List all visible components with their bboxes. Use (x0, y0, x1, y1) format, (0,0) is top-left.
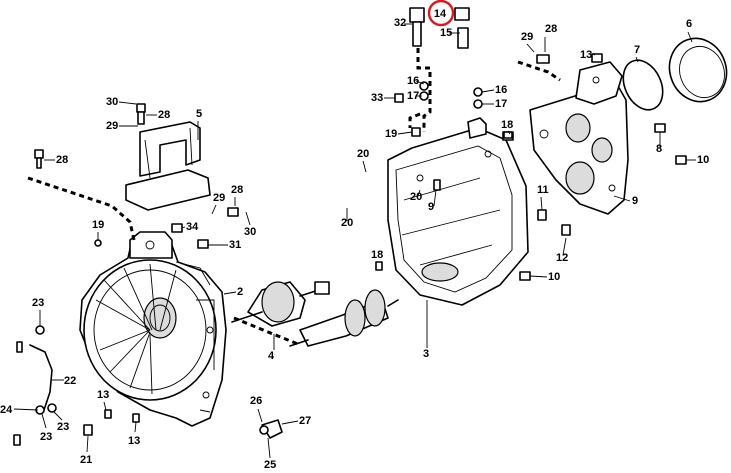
callout-c23b: 23 (40, 431, 52, 443)
callout-c19b: 19 (92, 219, 104, 231)
callout-c5: 5 (196, 108, 202, 120)
leader-line-c6 (687, 31, 693, 43)
callout-c28c: 28 (56, 154, 68, 166)
callout-c27: 27 (299, 415, 311, 427)
leader-line-c7 (635, 56, 639, 63)
leader-line-c34 (181, 226, 186, 229)
right-cover (529, 53, 629, 221)
leader-line-c13a (591, 53, 596, 56)
callout-c18a: 18 (501, 119, 513, 131)
callout-c9b: 9 (632, 195, 638, 207)
callout-c28b: 28 (158, 109, 170, 121)
leader-line-c12 (562, 237, 567, 256)
leader-line-c18a (507, 130, 511, 135)
leader-lines (13, 23, 696, 459)
leader-line-c13b (103, 401, 107, 411)
left-housing (79, 231, 227, 427)
callout-c31: 31 (229, 239, 241, 251)
callout-c17a: 17 (407, 90, 419, 102)
left-fasteners (13, 103, 283, 446)
leader-line-c9b (613, 195, 631, 202)
callout-c22: 22 (64, 375, 76, 387)
callout-c29c: 29 (213, 192, 225, 204)
callout-c24: 24 (0, 404, 13, 416)
callout-c17b: 17 (495, 98, 507, 110)
callout-c32: 32 (394, 17, 406, 29)
leader-line-c29a (526, 43, 535, 53)
callout-c2: 2 (237, 286, 243, 298)
leader-line-c10b (529, 275, 548, 278)
callout-c20b: 20 (410, 191, 422, 203)
leader-line-c9a (433, 189, 437, 207)
callout-c10b: 10 (548, 271, 560, 283)
leader-line-c24 (13, 408, 39, 411)
leader-line-c11 (540, 196, 543, 211)
callout-c9a: 9 (428, 201, 434, 213)
callout-c30b: 30 (244, 226, 256, 238)
callout-c13a: 13 (580, 49, 592, 61)
callout-c14: 14 (434, 8, 447, 20)
leader-line-c25 (267, 437, 271, 459)
leader-line-c13c (134, 421, 137, 433)
leader-line-c23c (53, 411, 63, 421)
callout-c16b: 16 (495, 84, 507, 96)
callout-c29a: 29 (521, 31, 533, 43)
leader-line-c27 (281, 420, 299, 425)
leader-line-c20b (417, 189, 421, 197)
callout-c4: 4 (268, 350, 275, 362)
callout-c23a: 23 (32, 297, 44, 309)
leader-line-c16a (415, 80, 425, 85)
callout-c18b: 18 (371, 249, 383, 261)
bracket-part (125, 121, 211, 211)
callout-c28a: 28 (545, 23, 557, 35)
callout-c25: 25 (264, 459, 276, 471)
callout-c13b: 13 (97, 389, 109, 401)
callout-c16a: 16 (407, 75, 419, 87)
callout-c12: 12 (556, 252, 568, 264)
seal-and-cap (622, 37, 728, 111)
callout-c28d: 28 (231, 184, 243, 196)
callout-c21: 21 (80, 454, 92, 466)
callout-c8: 8 (656, 143, 662, 155)
leader-line-c20a (362, 160, 367, 173)
callout-c13c: 13 (128, 435, 140, 447)
callout-c23c: 23 (57, 421, 69, 433)
leader-line-c21 (86, 435, 89, 453)
leader-line-c26 (257, 408, 263, 423)
callout-c29b: 29 (106, 120, 118, 132)
dashed-connectors (27, 48, 561, 346)
leader-line-c29c (211, 204, 217, 215)
callout-c20a: 20 (357, 148, 369, 160)
center-case (375, 117, 529, 306)
callout-c34: 34 (186, 221, 199, 233)
callout-c15: 15 (440, 27, 452, 39)
leader-line-c30a (118, 101, 137, 105)
callout-c33: 33 (371, 92, 383, 104)
callout-c20c: 20 (341, 217, 353, 229)
callout-c11: 11 (537, 184, 549, 196)
callout-c3: 3 (423, 348, 429, 360)
gear-shafts (231, 281, 399, 347)
leader-line-c16b (481, 89, 495, 93)
leader-line-c19a (397, 131, 413, 135)
callout-c10a: 10 (697, 154, 709, 166)
leader-line-c2 (223, 291, 237, 295)
leader-line-c23b (41, 413, 47, 429)
highlight-ring (427, 0, 455, 27)
callout-c30a: 30 (106, 96, 118, 108)
callout-c19a: 19 (385, 128, 397, 140)
callout-c26: 26 (250, 395, 262, 407)
leader-line-c30b (245, 211, 251, 226)
callout-c6: 6 (686, 18, 692, 30)
callout-c7: 7 (634, 44, 640, 56)
